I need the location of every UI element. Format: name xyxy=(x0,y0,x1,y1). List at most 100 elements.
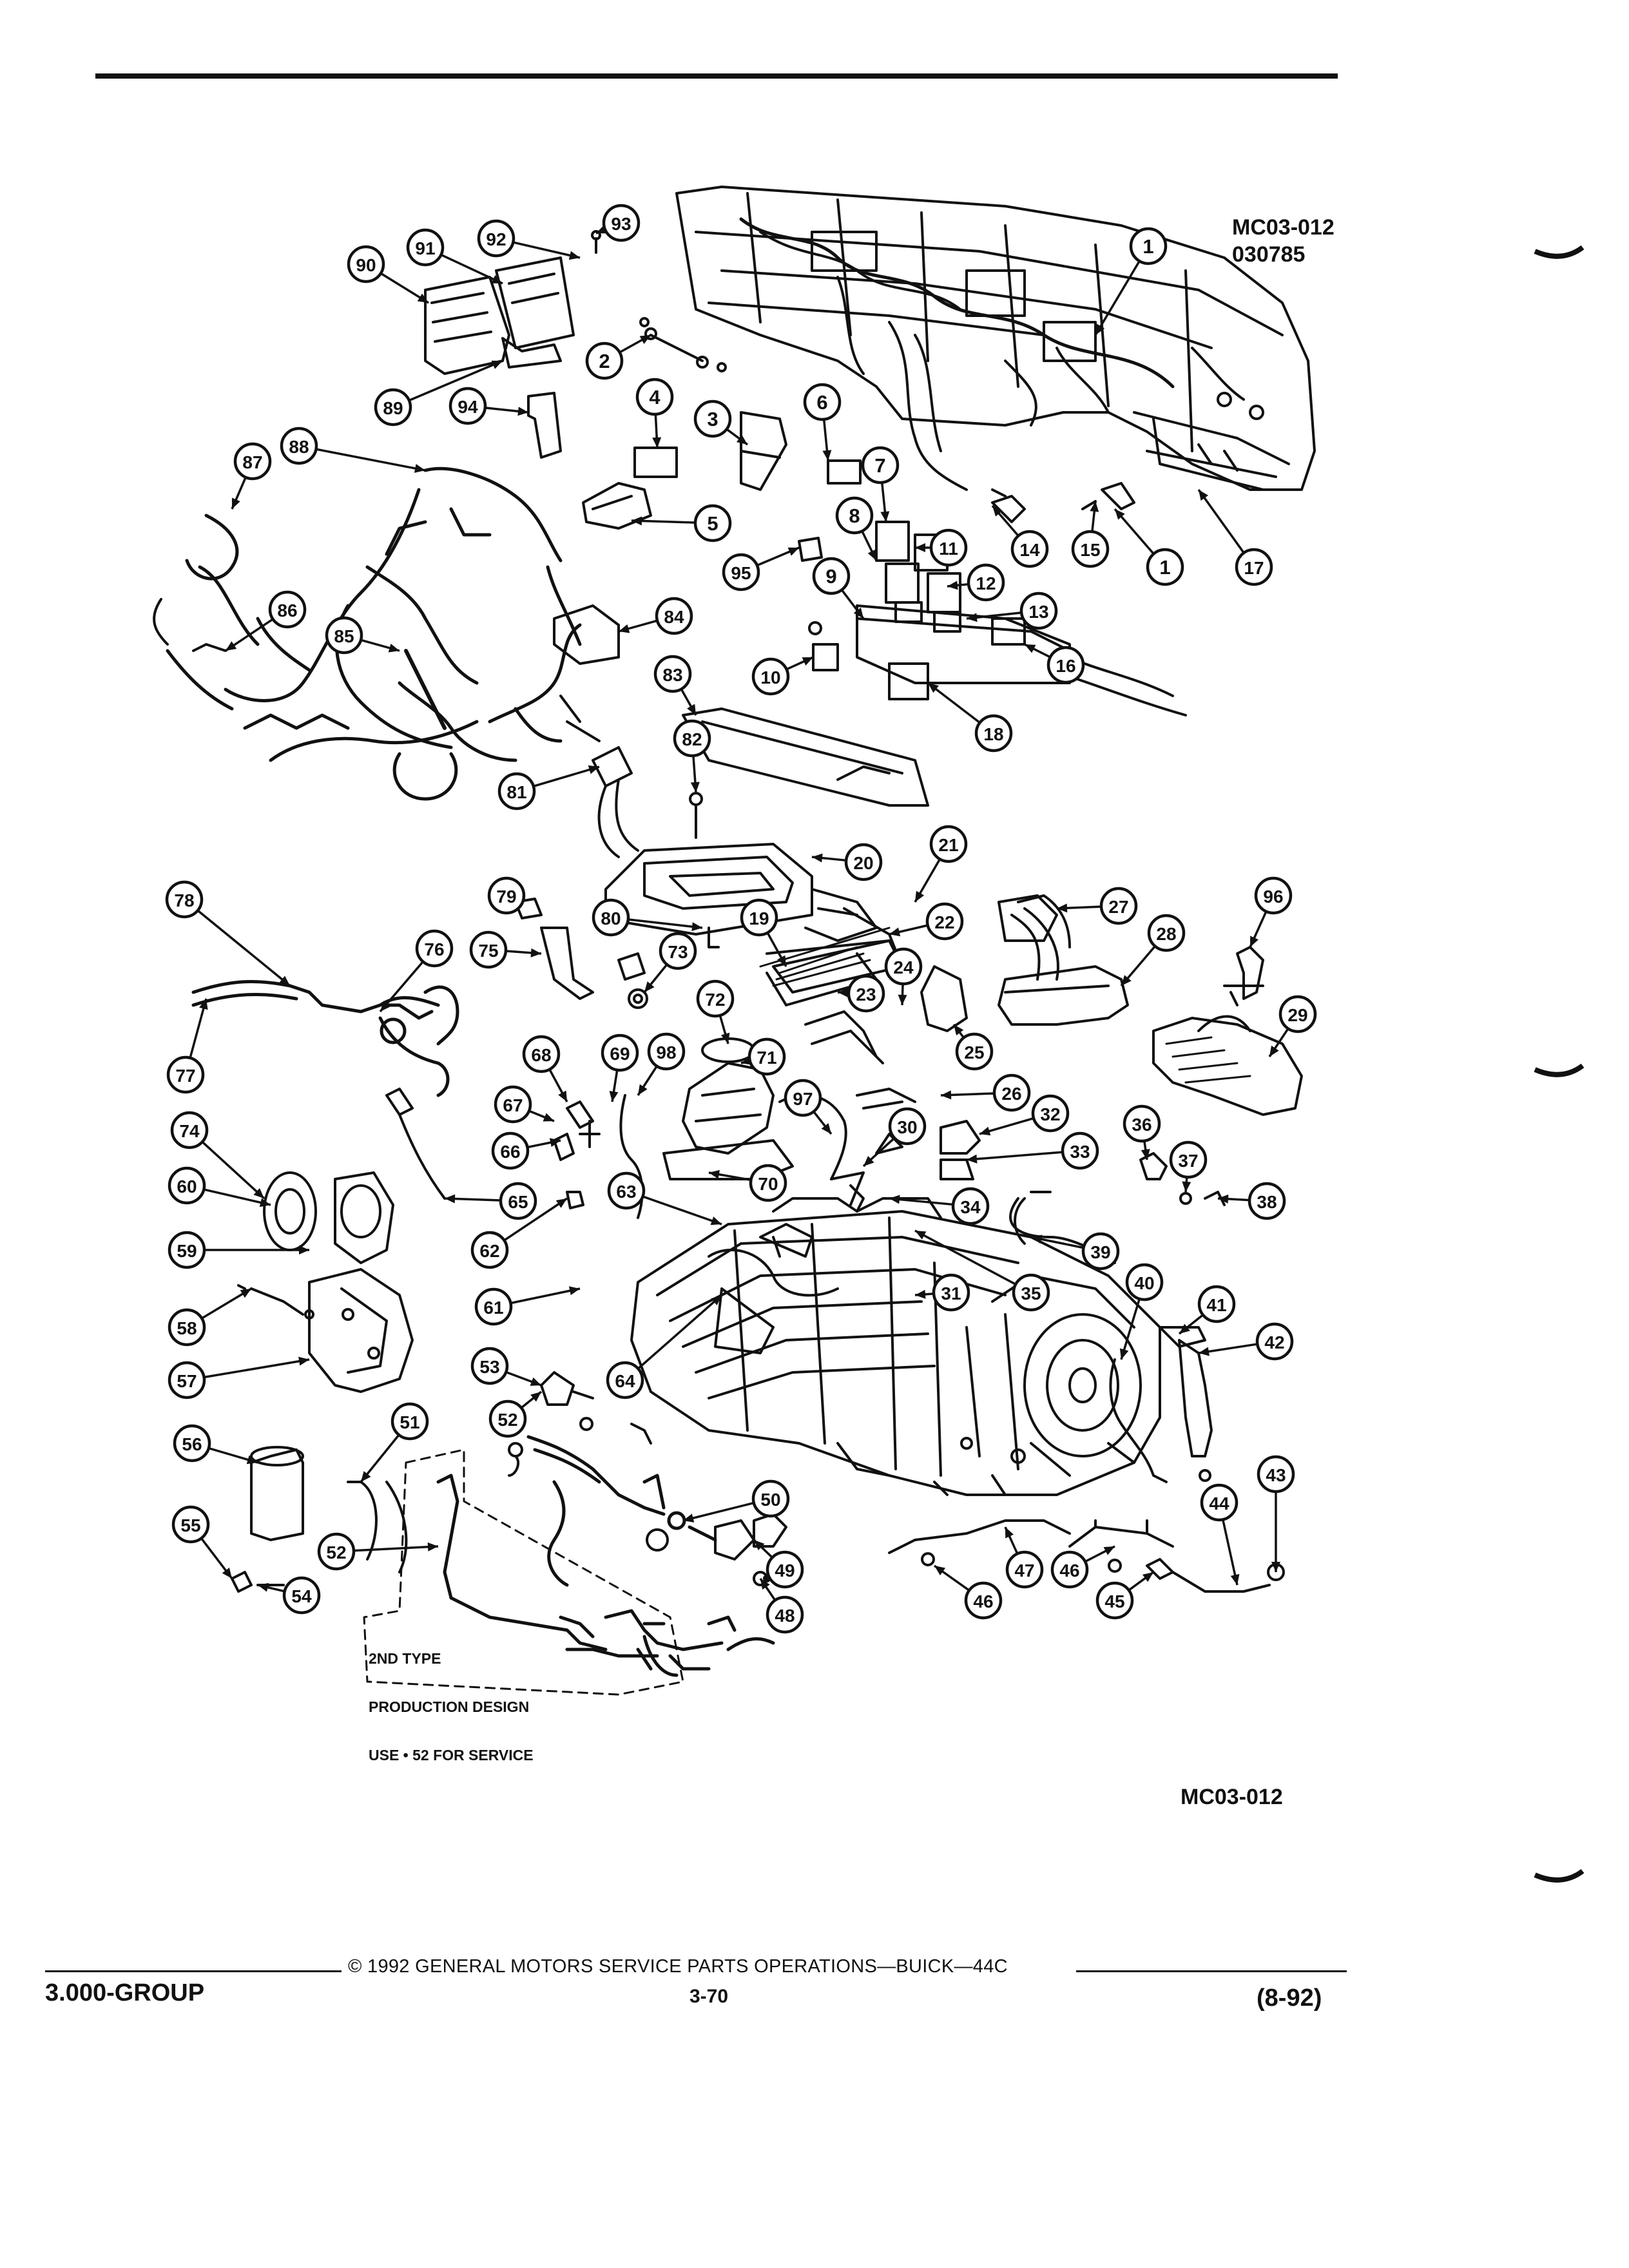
leader-arrowhead xyxy=(687,704,696,715)
throttle-body-assembly xyxy=(662,894,1129,1213)
accessory-drive-left xyxy=(231,1171,414,1593)
engine-wiring-harness xyxy=(153,466,582,801)
callout-bubble xyxy=(749,1164,787,1202)
callout-number: 13 xyxy=(1028,602,1048,622)
callout-bubble xyxy=(469,930,508,969)
callout-bubble xyxy=(487,876,526,915)
callout-number: 37 xyxy=(1178,1151,1198,1171)
leader-arrowhead xyxy=(736,434,747,445)
callout-bubble xyxy=(1197,1285,1236,1323)
leader-arrowhead xyxy=(1199,490,1209,501)
callout-bubble xyxy=(740,898,778,937)
leader-line xyxy=(914,1229,1017,1285)
callout-number: 68 xyxy=(531,1045,551,1065)
callout-bubble xyxy=(751,657,790,696)
leader-arrowhead xyxy=(691,922,702,932)
leader-line xyxy=(510,1287,581,1305)
leader-arrowhead xyxy=(1179,1323,1190,1334)
callout-number: 40 xyxy=(1134,1273,1154,1293)
callout-bubble xyxy=(280,427,318,465)
callout-number: 51 xyxy=(400,1412,419,1432)
callout-number: 47 xyxy=(1014,1561,1034,1581)
leader-arrowhead xyxy=(889,1195,900,1204)
callout-number: 34 xyxy=(960,1197,981,1217)
leader-arrowhead xyxy=(388,643,400,653)
callout-bubble xyxy=(992,1073,1031,1112)
callout-number: 61 xyxy=(483,1298,503,1318)
callout-number: 86 xyxy=(277,601,297,620)
callout-bubble xyxy=(812,557,851,595)
callout-number: 67 xyxy=(503,1095,523,1115)
callout-number: 14 xyxy=(1019,540,1040,560)
callout-bubble xyxy=(974,714,1013,753)
leader-line xyxy=(1120,1298,1141,1360)
leader-arrowhead xyxy=(226,641,237,651)
leader-arrowhead xyxy=(427,1542,438,1552)
instrument-panel-carrier xyxy=(675,186,1316,491)
leader-arrowhead xyxy=(199,999,208,1010)
callout-number: 79 xyxy=(496,887,516,907)
leader-arrowhead xyxy=(652,437,662,448)
callout-bubble xyxy=(499,1182,537,1220)
callout-bubble xyxy=(655,597,693,635)
leader-arrowhead xyxy=(279,975,290,986)
connector-82 xyxy=(592,746,633,787)
callout-bubble xyxy=(168,1361,206,1399)
callout-bubble xyxy=(766,1550,804,1589)
callout-number: 1 xyxy=(1142,235,1153,258)
leader-arrowhead xyxy=(915,890,925,902)
callout-number: 65 xyxy=(508,1192,528,1212)
callout-bubble xyxy=(470,1231,509,1269)
leader-arrowhead xyxy=(720,1032,730,1044)
relay-center-assembly xyxy=(808,521,1187,716)
callout-number: 44 xyxy=(1209,1494,1229,1514)
figure-code-top: MC03-012 xyxy=(1232,215,1335,240)
leader-line xyxy=(1197,488,1245,554)
leader-arrowhead xyxy=(710,1216,722,1225)
callout-number: 69 xyxy=(610,1044,630,1064)
leader-arrowhead xyxy=(777,955,786,966)
leader-line xyxy=(1222,1519,1239,1586)
leader-arrowhead xyxy=(709,1169,720,1179)
leader-arrowhead xyxy=(898,994,907,1005)
leader-arrowhead xyxy=(555,1198,567,1208)
callout-number: 15 xyxy=(1080,540,1100,560)
callout-number: 60 xyxy=(177,1177,197,1196)
callout-bubble xyxy=(1010,530,1049,568)
leader-arrowhead xyxy=(979,1126,991,1136)
callout-bubble xyxy=(497,772,536,811)
callout-bubble xyxy=(406,228,445,267)
callout-bubble xyxy=(1031,1094,1070,1133)
leader-arrowhead xyxy=(1218,1194,1229,1204)
leader-arrowhead xyxy=(491,274,503,284)
callout-bubble xyxy=(415,929,454,968)
callout-bubble xyxy=(374,388,412,427)
leader-arrowhead xyxy=(1141,1149,1150,1160)
callout-number: 56 xyxy=(182,1434,202,1454)
callout-number: 41 xyxy=(1206,1295,1226,1315)
leader-arrowhead xyxy=(517,407,528,416)
callout-bubble xyxy=(1235,548,1273,586)
leader-arrowhead xyxy=(822,450,832,461)
callout-bubble xyxy=(1019,591,1058,630)
leader-arrowhead xyxy=(915,543,925,552)
leader-arrowhead xyxy=(1090,501,1099,512)
engine-and-transaxle xyxy=(630,1197,1161,1496)
callout-number: 97 xyxy=(793,1089,813,1109)
callout-number: 30 xyxy=(897,1117,917,1137)
leader-arrowhead xyxy=(543,1113,554,1122)
callout-bubble xyxy=(607,1171,646,1210)
callout-bubble xyxy=(784,1079,822,1117)
callout-leader-lines xyxy=(189,225,1289,1601)
callout-number: 57 xyxy=(177,1371,197,1391)
callout-number: 88 xyxy=(289,437,309,457)
leader-arrowhead xyxy=(609,1091,619,1102)
footer-copyright: © 1992 GENERAL MOTORS SERVICE PARTS OPER… xyxy=(348,1956,1008,1977)
leader-line xyxy=(637,1294,723,1370)
leader-arrowhead xyxy=(954,1024,964,1035)
leader-arrowhead xyxy=(1230,1573,1240,1585)
callout-number: 75 xyxy=(478,941,498,961)
callout-bubble xyxy=(693,504,732,543)
leader-arrowhead xyxy=(802,657,813,666)
